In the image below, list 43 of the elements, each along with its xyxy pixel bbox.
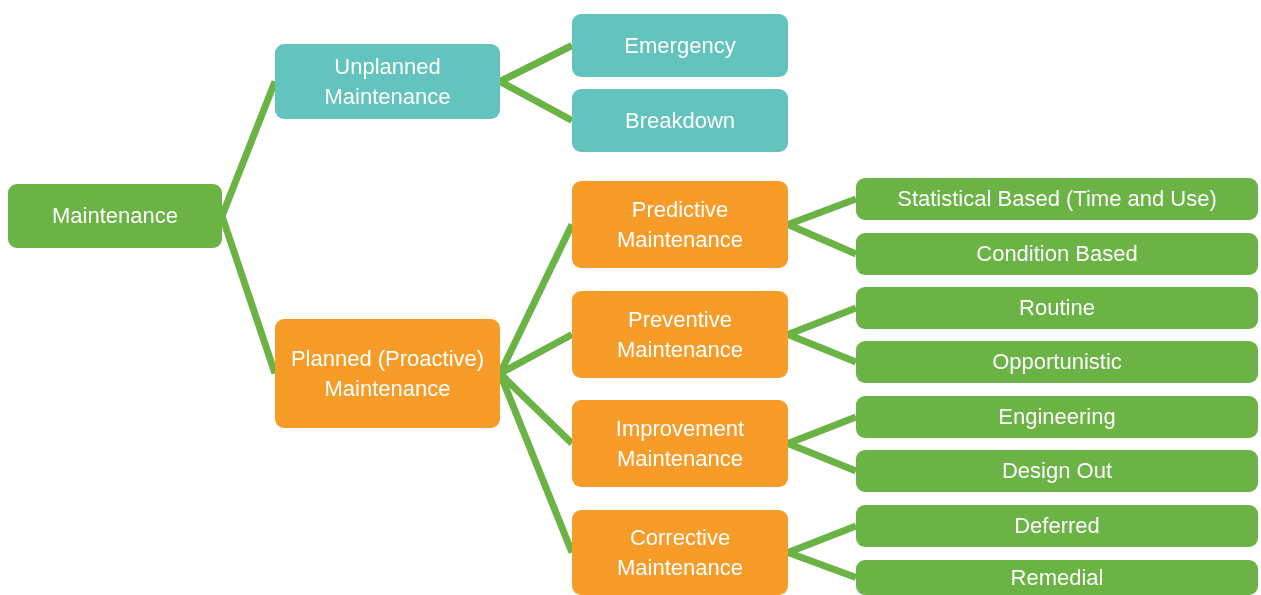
category-box (572, 400, 788, 487)
category-box (856, 396, 1258, 438)
category-box (856, 287, 1258, 329)
category-box (856, 450, 1258, 492)
category-box (856, 505, 1258, 547)
connector-line (498, 78, 574, 124)
category-label: Preventive Maintenance (616, 305, 744, 364)
category-label: Routine (1019, 294, 1095, 322)
category-box (856, 233, 1258, 275)
category-box (572, 181, 788, 268)
category-box (572, 14, 788, 77)
category-label: Breakdown (624, 106, 736, 135)
category-box (856, 341, 1258, 383)
category-label: Opportunistic (992, 348, 1122, 376)
category-label: Maintenance (52, 202, 178, 230)
category-label: Condition Based (976, 240, 1138, 268)
category-label: Emergency (624, 31, 736, 60)
category-label: Remedial (1010, 563, 1104, 592)
category-label: Statistical Based (Time and Use) (897, 185, 1217, 213)
connector-line (786, 331, 858, 366)
category-label: Planned (Proactive) Maintenance (289, 344, 486, 403)
category-box (275, 319, 500, 428)
category-label: Unplanned Maintenance (323, 52, 452, 111)
connector-line (786, 304, 858, 338)
category-box (572, 89, 788, 152)
category-label: Deferred (1014, 512, 1100, 540)
connector-line (498, 42, 574, 85)
connector-line (786, 413, 858, 447)
category-label: Corrective Maintenance (616, 523, 744, 582)
connector-line (786, 440, 858, 475)
category-box (572, 291, 788, 378)
category-box (572, 510, 788, 595)
category-label: Design Out (1001, 457, 1113, 485)
category-box (856, 178, 1258, 220)
connector-line (786, 195, 858, 228)
connector-line (786, 221, 858, 258)
category-box (275, 44, 500, 119)
category-label: Predictive Maintenance (616, 195, 744, 254)
category-box (856, 560, 1258, 595)
category-label: Improvement Maintenance (614, 414, 746, 473)
connector-line (786, 549, 858, 581)
category-box (8, 184, 222, 248)
category-label: Engineering (998, 403, 1116, 431)
